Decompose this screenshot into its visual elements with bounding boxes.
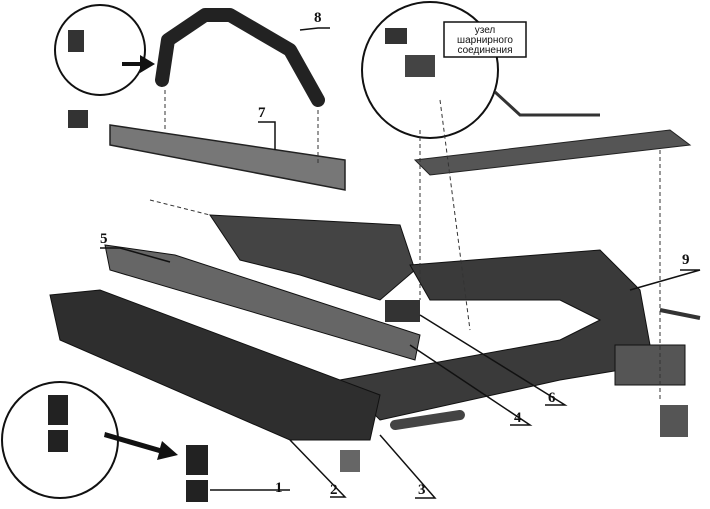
label-3: 3 — [418, 482, 426, 498]
frame-right — [338, 249, 651, 421]
block-bottom — [340, 450, 360, 472]
label-6: 6 — [548, 390, 556, 406]
bushing-a — [48, 395, 68, 425]
clamp-part — [68, 30, 84, 52]
label-1: 1 — [275, 480, 283, 496]
label-5: 5 — [100, 231, 108, 247]
leader-8 — [299, 27, 330, 31]
leader-3 — [379, 434, 437, 499]
detail-circle-top-left — [54, 4, 146, 96]
block-right — [660, 405, 688, 437]
leader-5 — [100, 247, 171, 263]
comb-part-5 — [104, 244, 421, 361]
bolt-right — [659, 308, 701, 320]
handle-part-8 — [155, 8, 325, 107]
rail-part-2 — [49, 289, 381, 441]
frame-part-9 — [209, 214, 416, 301]
bushing-b — [48, 430, 68, 452]
bushing-c — [186, 445, 208, 475]
leader-4 — [409, 344, 533, 426]
leader-2 — [289, 439, 347, 498]
label-2: 2 — [330, 482, 338, 498]
arrow-top-left — [122, 55, 155, 73]
assembly-dashed-lines — [149, 90, 661, 400]
hinge-part-6 — [385, 300, 420, 322]
leader-6 — [419, 314, 568, 406]
leader-lines — [100, 27, 701, 499]
callout-line-1: узел — [475, 25, 496, 36]
tube-part-7 — [109, 124, 346, 191]
top-rail — [413, 129, 692, 176]
bushing-d — [186, 480, 208, 502]
arrow-bottom-left — [104, 432, 178, 460]
callout-line-3: соединения — [457, 45, 512, 56]
label-4: 4 — [514, 410, 522, 426]
cap-7 — [68, 110, 88, 128]
frame-end-box — [614, 344, 686, 386]
t-wrench — [493, 90, 600, 117]
hinge-block — [405, 55, 435, 77]
leader-9 — [629, 269, 701, 291]
label-9: 9 — [682, 252, 690, 268]
hinge-callout: узел шарнирного соединения — [443, 21, 527, 58]
callout-line-2: шарнирного — [457, 35, 513, 46]
pin-3 — [390, 410, 465, 430]
label-8: 8 — [314, 10, 322, 26]
detail-circle-hinge — [361, 1, 499, 139]
label-7: 7 — [258, 105, 266, 121]
leader-7 — [258, 121, 276, 150]
hinge-bracket — [385, 28, 407, 44]
